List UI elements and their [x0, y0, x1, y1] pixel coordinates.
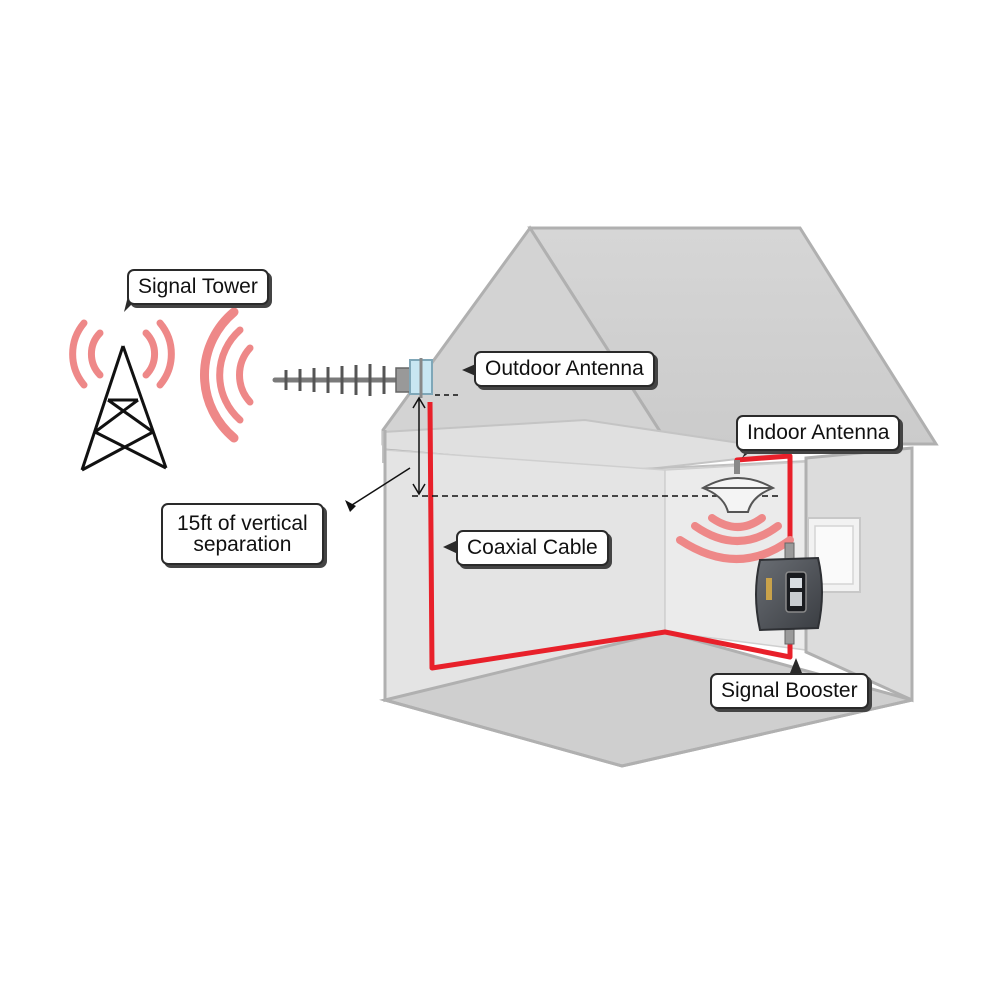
vertical-separation-label-line1: 15ft of vertical — [177, 512, 308, 535]
tower-signal-waves — [69, 307, 254, 443]
signal-booster — [755, 542, 823, 645]
vertical-separation-marker — [412, 394, 780, 497]
coaxial-cable-label-text: Coaxial Cable — [467, 536, 598, 559]
coaxial-cable-label: Coaxial Cable — [456, 530, 609, 566]
indoor-signal-waves — [676, 514, 794, 563]
separation-leader-line — [351, 467, 411, 506]
signal-tower-label-text: Signal Tower — [138, 275, 258, 298]
signal-booster-label: Signal Booster — [710, 673, 869, 709]
signal-tower-label: Signal Tower — [127, 269, 269, 305]
vertical-separation-label: 15ft of vertical separation — [161, 503, 324, 565]
indoor-antenna-label-text: Indoor Antenna — [747, 421, 890, 444]
signal-booster-label-text: Signal Booster — [721, 679, 858, 702]
indoor-antenna-label: Indoor Antenna — [736, 415, 901, 451]
cable-outdoor-run — [427, 401, 793, 671]
house — [379, 225, 939, 768]
indoor-antenna — [700, 460, 776, 513]
vertical-separation-label-line2: separation — [193, 533, 292, 556]
outdoor-antenna-label-text: Outdoor Antenna — [485, 357, 644, 380]
signal-tower — [80, 345, 168, 472]
outdoor-antenna — [272, 358, 433, 398]
outdoor-antenna-label: Outdoor Antenna — [474, 351, 655, 387]
